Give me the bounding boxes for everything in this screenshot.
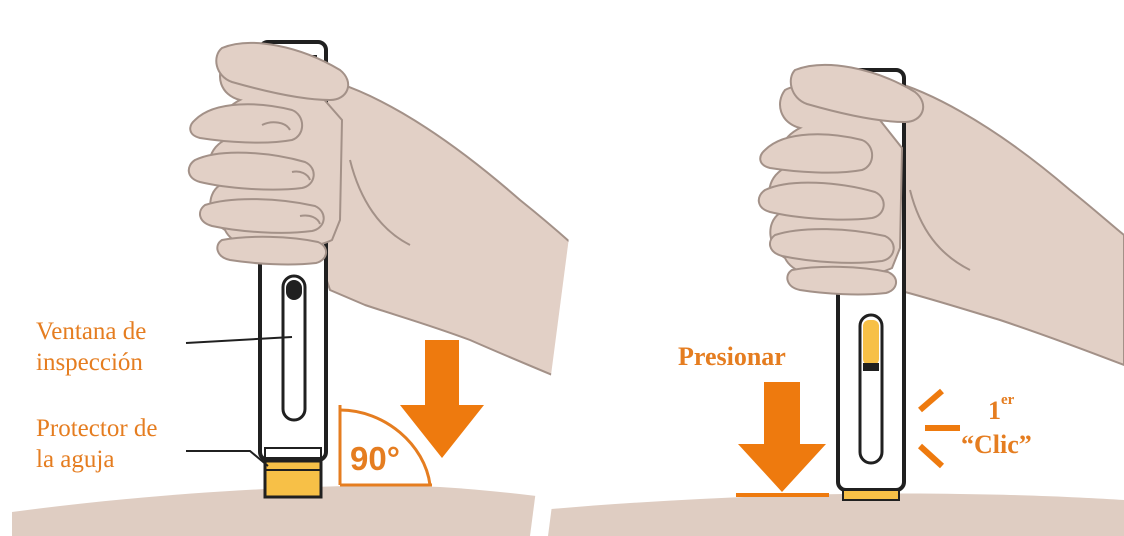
click-label-word: “Clic” — [961, 430, 1032, 459]
click-superscript: er — [1001, 392, 1015, 408]
arrow-down-icon — [400, 340, 484, 458]
inspection-window-label-line2: inspección — [36, 349, 143, 376]
hand — [187, 42, 411, 266]
angle-label: 90° — [350, 440, 400, 477]
click-burst-icon — [917, 388, 960, 469]
needle-cap — [263, 459, 323, 499]
press-label: Presionar — [678, 342, 786, 371]
skin-surface — [12, 485, 600, 536]
hand — [757, 64, 971, 296]
inspection-window — [281, 274, 307, 422]
right-panel — [548, 14, 1124, 536]
arrow-down-icon — [738, 382, 826, 492]
needle-cap-label-line2: la aguja — [36, 446, 115, 473]
forearm — [859, 73, 1124, 367]
inspection-window-label-line1: Ventana de — [36, 318, 147, 345]
click-label-number: 1er — [988, 392, 1014, 426]
needle-cap-label: Protector de la aguja — [36, 413, 157, 475]
inspection-window-label: Ventana de inspección — [36, 316, 146, 378]
needle-cap-label-line1: Protector de — [36, 415, 158, 442]
click-number: 1 — [988, 396, 1001, 425]
left-panel — [12, 14, 600, 536]
skin-surface — [548, 493, 1124, 536]
needle-cap — [842, 489, 900, 501]
right-angle-arc-icon — [338, 405, 432, 487]
